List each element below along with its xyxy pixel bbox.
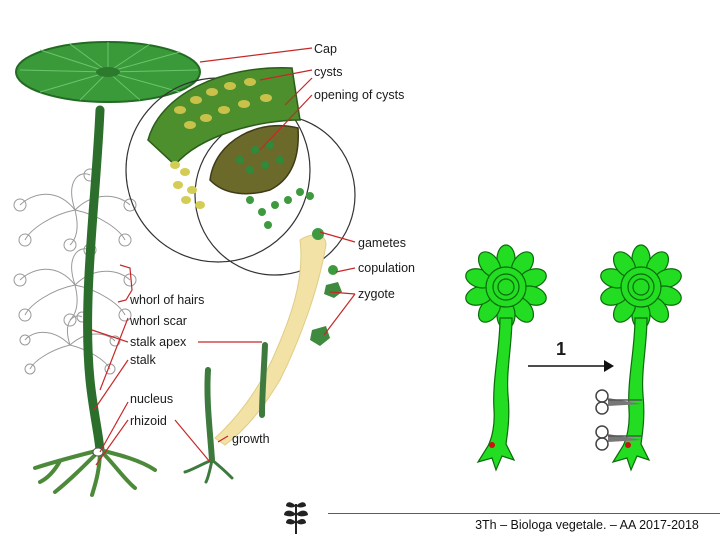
whorls-of-hairs: [13, 168, 137, 375]
opening-cyst: [209, 124, 299, 195]
label-stalk-apex: stalk apex: [130, 335, 187, 349]
scissors-icon: [595, 425, 642, 451]
label-nucleus: nucleus: [130, 392, 173, 406]
nucleus-dot: [489, 442, 495, 448]
diagram-labels: Cap cysts opening of cysts gametes copul…: [129, 42, 415, 446]
label-leader-lines: [91, 47, 356, 466]
experiment-arrow: 1: [528, 339, 614, 372]
label-whorl-of-hairs: whorl of hairs: [129, 293, 204, 307]
label-stalk: stalk: [130, 353, 156, 367]
intact-plant: [465, 244, 547, 472]
label-rhizoid: rhizoid: [130, 414, 167, 428]
label-opening-of-cysts: opening of cysts: [314, 88, 404, 102]
label-zygote: zygote: [358, 287, 395, 301]
young-thallus: [310, 326, 330, 346]
leaf-sprig-icon: [284, 502, 308, 534]
cutting-experiment: 1: [465, 244, 682, 472]
footer-rule: [328, 513, 720, 514]
life-cycle-illustration: Cap cysts opening of cysts gametes copul…: [13, 41, 415, 497]
nucleus-dot: [625, 442, 631, 448]
label-copulation: copulation: [358, 261, 415, 275]
label-gametes: gametes: [358, 236, 406, 250]
zygote: [324, 282, 342, 298]
label-growth: growth: [232, 432, 270, 446]
copulating-gametes: [312, 228, 324, 240]
step-number: 1: [556, 339, 566, 359]
footer-text: 3Th – Biologa vegetale. – AA 2017-2018: [475, 518, 699, 532]
gametes: [246, 188, 314, 229]
scissors-icon: [595, 389, 642, 415]
zygote-growth-stalk: [214, 234, 327, 446]
cut-plant: [600, 244, 682, 472]
label-cap: Cap: [314, 42, 337, 56]
label-whorl-scar: whorl scar: [129, 314, 187, 328]
main-stalk: [83, 105, 105, 455]
cap-section-cysts: [147, 67, 301, 167]
released-cysts: [170, 161, 205, 209]
label-cysts: cysts: [314, 65, 342, 79]
rhizoid: [33, 448, 157, 497]
